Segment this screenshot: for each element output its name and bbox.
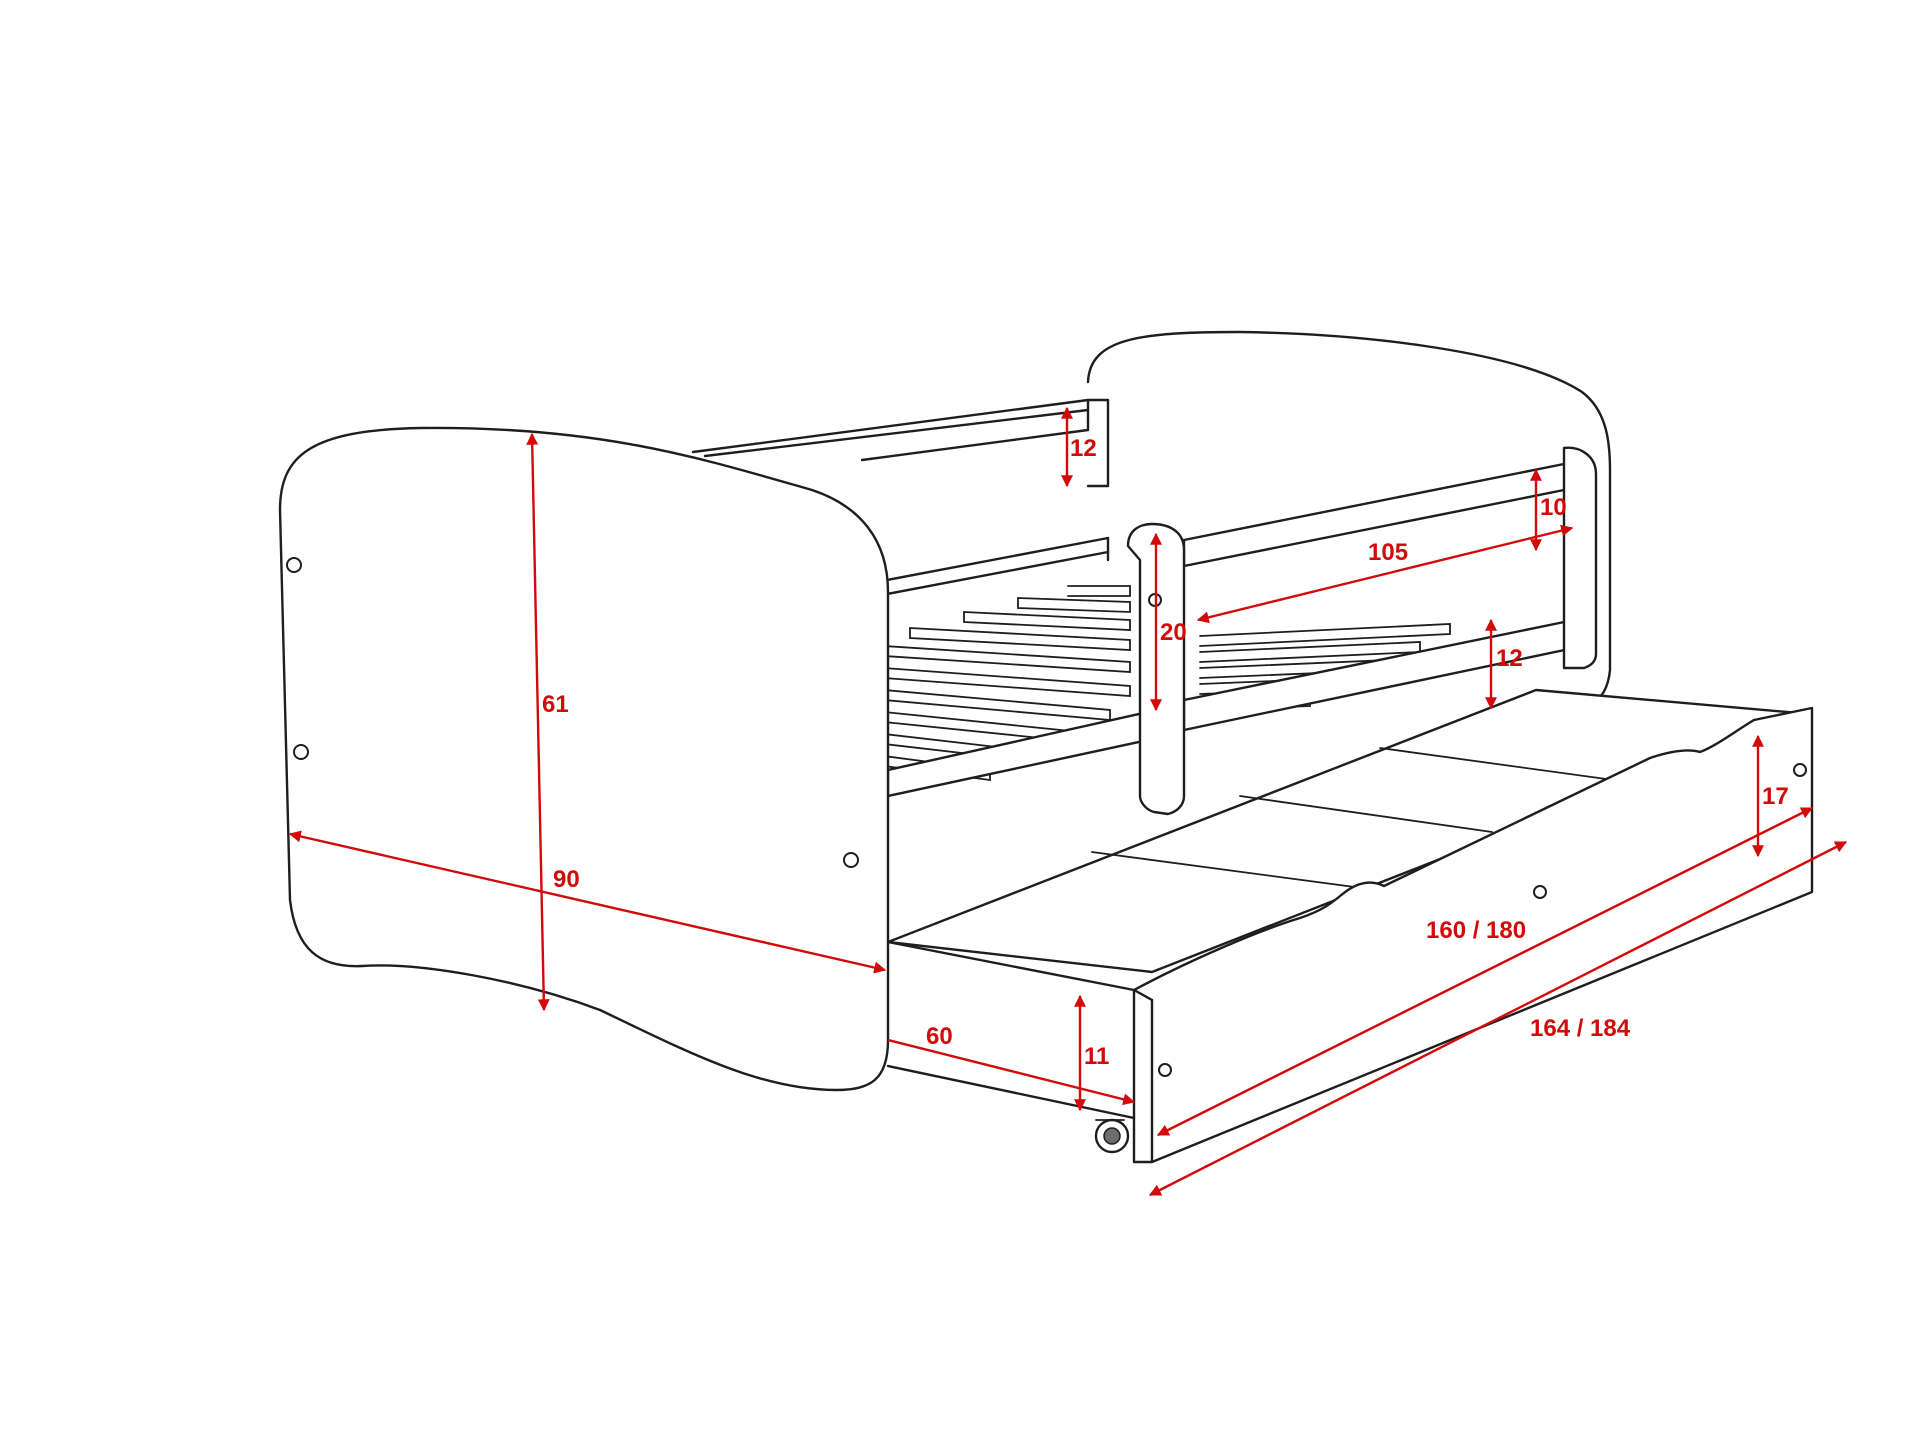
inner-side-panel [885,536,1110,596]
dim-line-60 [887,1038,1136,1106]
front-side-rail [886,710,1150,798]
back-headboard [1086,330,1612,706]
label-total-length: 164 / 184 [1530,1015,1631,1042]
dimension-lines [288,406,1848,1197]
caster-wheel-icon [1094,1118,1130,1154]
dim-line-105 [1196,524,1574,624]
label-guard-rail-gap: 10 [1540,494,1567,521]
dim-line-164-184 [1148,840,1848,1197]
front-end-panel [278,426,890,1092]
dimension-labels: 61 90 12 10 105 20 12 17 160 / 180 164 /… [542,435,1789,1070]
label-rail-height-back: 12 [1070,435,1097,462]
label-headboard-height: 61 [542,691,569,718]
label-guard-rail-length: 105 [1368,539,1408,566]
dim-line-90 [288,830,887,974]
label-guard-rail-height: 12 [1496,645,1523,672]
back-rail [691,398,1110,488]
label-floor-clearance: 11 [1084,1043,1109,1070]
label-guard-height: 20 [1160,619,1187,646]
label-drawer-inner-length: 160 / 180 [1426,917,1526,944]
label-drawer-height: 17 [1762,783,1789,810]
drawer-side [886,940,1136,1120]
label-drawer-depth: 60 [926,1023,953,1050]
label-bed-width: 90 [553,866,580,893]
